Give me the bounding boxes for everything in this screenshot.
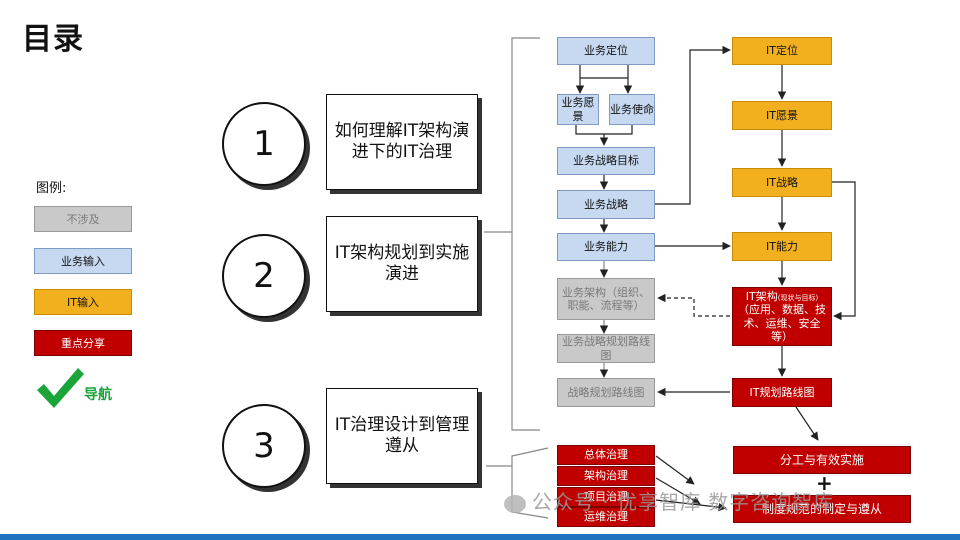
section-1-number[interactable]: 1: [222, 102, 306, 186]
it-architecture-detail: （应用、数据、技术、运维、安全等）: [738, 303, 826, 343]
section-3-title[interactable]: IT治理设计到管理遵从: [326, 388, 478, 484]
business-roadmap-box: 业务战略规划路线图: [557, 334, 655, 363]
it-architecture-subtitle: (现状与目标): [777, 294, 819, 303]
bottom-accent-bar: [0, 534, 960, 540]
it-strategy-box: IT战略: [732, 168, 832, 197]
watermark-text: 公众号 · 优享智库 数字咨询智库: [532, 490, 835, 514]
page-title: 目录: [22, 22, 84, 57]
business-capability-box: 业务能力: [557, 233, 655, 261]
governance-item-architecture: 架构治理: [557, 466, 655, 486]
policy-compliance-box: 制度规范的制定与遵从: [733, 495, 911, 523]
division-implementation-box: 分工与有效实施: [733, 446, 911, 474]
it-positioning-box: IT定位: [732, 37, 832, 65]
brace-section-1-2: [484, 37, 540, 431]
section-2-number[interactable]: 2: [222, 234, 306, 318]
legend-item-not-involved: 不涉及: [34, 206, 132, 232]
governance-item-operations: 运维治理: [557, 507, 655, 527]
business-architecture-box: 业务架构（组织、职能、流程等）: [557, 278, 655, 320]
it-vision-box: IT愿景: [732, 101, 832, 130]
business-strategy-box: 业务战略: [557, 190, 655, 219]
business-vision-box: 业务愿景: [557, 94, 599, 125]
governance-item-project: 项目治理: [557, 487, 655, 507]
business-mission-box: 业务使命: [609, 94, 655, 125]
governance-item-overall: 总体治理: [557, 445, 655, 465]
checkmark-icon: [37, 368, 84, 408]
legend-nav-label[interactable]: 导航: [84, 387, 112, 403]
legend-item-key-share: 重点分享: [34, 330, 132, 356]
strategy-roadmap-box: 战略规划路线图: [557, 378, 655, 407]
watermark: 公众号 · 优享智库 数字咨询智库: [504, 486, 834, 515]
section-2-title[interactable]: IT架构规划到实施演进: [326, 216, 478, 312]
it-roadmap-box: IT规划路线图: [732, 378, 832, 407]
it-capability-box: IT能力: [732, 232, 832, 261]
plus-sign: +: [816, 471, 833, 495]
legend-item-it-input: IT输入: [34, 289, 132, 315]
it-architecture-box: IT架构(现状与目标) （应用、数据、技术、运维、安全等）: [732, 287, 832, 346]
section-1-title[interactable]: 如何理解IT架构演进下的IT治理: [326, 94, 478, 190]
legend-heading: 图例:: [36, 181, 67, 196]
legend-item-business-input: 业务输入: [34, 248, 132, 274]
section-3-number[interactable]: 3: [222, 404, 306, 488]
business-positioning-box: 业务定位: [557, 37, 655, 65]
business-strategy-goal-box: 业务战略目标: [557, 147, 655, 175]
wechat-icon: [504, 494, 526, 513]
it-architecture-title: IT架构: [745, 290, 778, 304]
